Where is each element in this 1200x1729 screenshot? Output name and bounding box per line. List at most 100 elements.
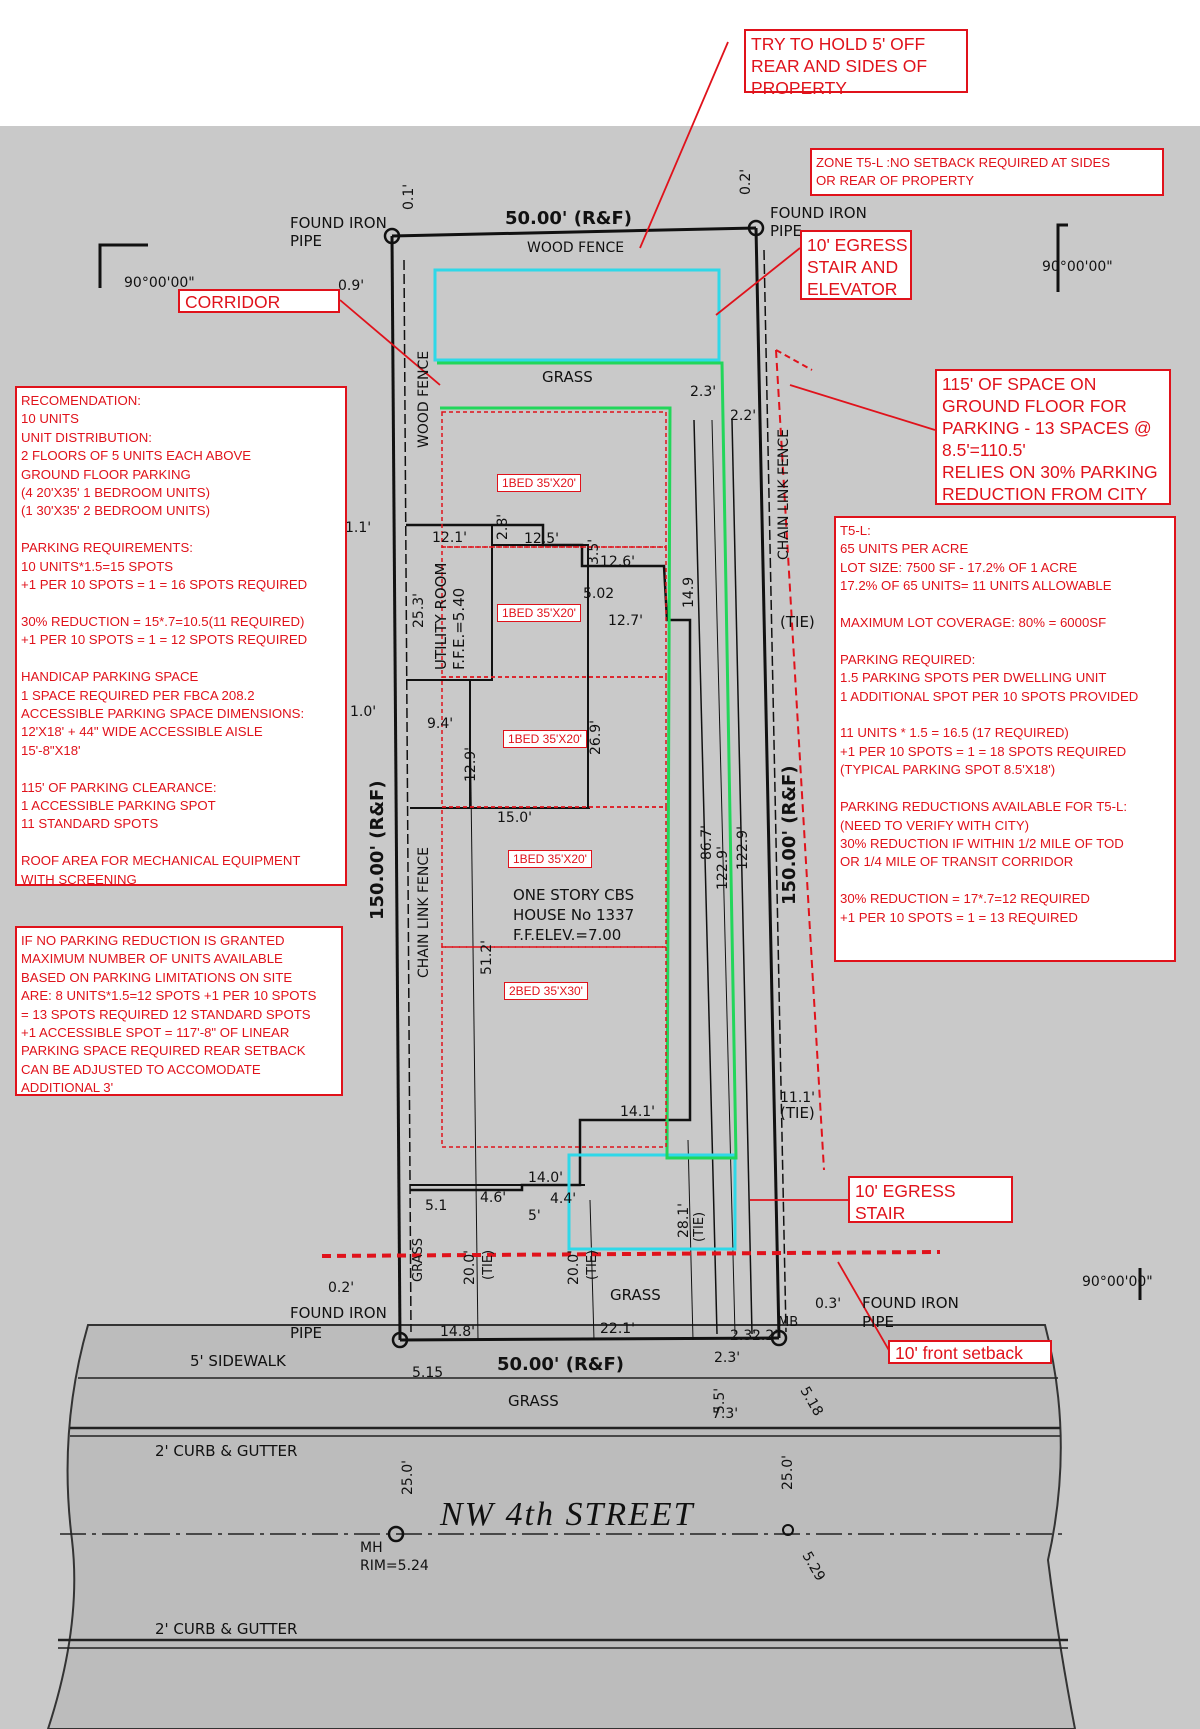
- dim-label: 26.9': [588, 720, 604, 755]
- note-line: [21, 650, 341, 668]
- note-line: (NEED TO VERIFY WITH CITY): [840, 817, 1030, 833]
- dim-label: 2.2': [730, 408, 756, 424]
- dim-label: 14.1': [620, 1104, 655, 1120]
- parking-zone-line: [775, 349, 825, 1171]
- angle-mark-tr: [1056, 223, 1068, 292]
- angle-tr: 90°00'00": [1042, 259, 1113, 275]
- dim-label: 20.0': [462, 1250, 478, 1285]
- note-line: [840, 872, 1170, 890]
- grass-street-label: GRASS: [508, 1392, 559, 1410]
- note-egress-stair: 10' EGRESS STAIR: [848, 1176, 1013, 1223]
- dim-label: 0.2': [738, 169, 754, 195]
- note-line: TRY TO HOLD 5' OFF: [751, 34, 926, 54]
- dim-label: 12.6': [600, 554, 635, 570]
- note-line: OR REAR OF PROPERTY: [816, 173, 975, 189]
- note-line: 115' OF PARKING CLEARANCE:: [21, 779, 217, 795]
- manhole-rim-label: RIM=5.24: [360, 1558, 429, 1574]
- note-line: 2 FLOORS OF 5 UNITS EACH ABOVE: [21, 448, 252, 464]
- grass-rear-label: GRASS: [542, 368, 593, 386]
- note-line: 30% REDUCTION = 15*.7=10.5(11 REQUIRED): [21, 613, 305, 629]
- note-line: MAXIMUM LOT COVERAGE: 80% = 6000SF: [840, 615, 1107, 631]
- note-line: [21, 834, 341, 852]
- note-corridor: CORRIDOR: [178, 289, 340, 313]
- dim-label: 0.1': [401, 184, 417, 210]
- note-line: MAXIMUM NUMBER OF UNITS AVAILABLE: [21, 951, 283, 967]
- found-iron-pipe-tr-marker: [747, 219, 765, 237]
- leader-corridor: [339, 299, 441, 386]
- found-iron-pipe-tr-line1: FOUND IRON: [770, 204, 867, 222]
- note-line: 11 UNITS * 1.5 = 16.5 (17 REQUIRED): [840, 725, 1069, 741]
- unit-zone-5: [441, 946, 667, 1148]
- wood-fence-side-label: WOOD FENCE: [416, 351, 432, 448]
- unit-label-2: 1BED 35'X20': [497, 604, 581, 622]
- note-parking-space: 115' OF SPACE ON GROUND FLOOR FOR PARKIN…: [935, 369, 1171, 505]
- note-line: 1 SPACE REQUIRED PER FBCA 208.2: [21, 687, 255, 703]
- note-line: 12'X18' + 44" WIDE ACCESSIBLE AISLE: [21, 724, 263, 740]
- note-line: 17.2% OF 65 UNITS= 11 UNITS ALLOWABLE: [840, 578, 1112, 594]
- found-iron-pipe-tl-line1: FOUND IRON: [290, 214, 387, 232]
- note-line: PARKING REDUCTIONS AVAILABLE FOR T5-L:: [840, 799, 1128, 815]
- dim-label: 12.7': [608, 613, 643, 629]
- dim-label: 3.5': [586, 539, 602, 565]
- curb-top-label: 2' CURB & GUTTER: [155, 1442, 297, 1460]
- found-iron-pipe-bl-line2: PIPE: [290, 1324, 322, 1342]
- dim-label: 4.4': [550, 1191, 576, 1207]
- note-line: REAR AND SIDES OF: [751, 56, 928, 76]
- note-line: PARKING REQUIREMENTS:: [21, 540, 193, 556]
- note-line: PROPERTY: [751, 78, 847, 98]
- note-line: 1.5 PARKING SPOTS PER DWELLING UNIT: [840, 670, 1107, 686]
- angle-mark-tl: [98, 243, 148, 288]
- dim-label: 5': [528, 1208, 541, 1224]
- note-line: 15'-8"X18': [21, 742, 81, 758]
- note-line: ROOF AREA FOR MECHANICAL EQUIPMENT: [21, 853, 301, 869]
- dim-label: 122.9': [735, 826, 751, 870]
- tie-label-2: (TIE): [780, 1104, 815, 1122]
- dim-label: 14.0': [528, 1170, 563, 1186]
- note-line: 10' front setback: [895, 1343, 1023, 1363]
- house-line3: F.F.ELEV.=7.00: [513, 926, 621, 944]
- dim-label: 12.1': [432, 530, 467, 546]
- grass-left-label: GRASS: [411, 1238, 426, 1282]
- note-line: [840, 780, 1170, 798]
- dim-label: 15.0': [497, 810, 532, 826]
- note-line: BASED ON PARKING LIMITATIONS ON SITE: [21, 969, 293, 985]
- side-line-1: [693, 419, 718, 1335]
- dim-label: 86.7': [699, 825, 715, 860]
- dim-label: 14.9: [681, 577, 697, 608]
- note-line: 1 ACCESSIBLE PARKING SPOT: [21, 797, 216, 813]
- note-line: = 13 SPOTS REQUIRED 12 STANDARD SPOTS: [21, 1006, 311, 1022]
- tie-label-5: (TIE): [692, 1212, 707, 1242]
- dim-label: 4.6': [480, 1190, 506, 1206]
- note-line: LOT SIZE: 7500 SF - 17.2% OF 1 ACRE: [840, 559, 1078, 575]
- utility-room-line2: F.F.E.=5.40: [450, 588, 468, 670]
- found-iron-pipe-tl-marker: [383, 227, 401, 245]
- curb-bottom-label: 2' CURB & GUTTER: [155, 1620, 297, 1638]
- leader-egress-elev: [715, 247, 801, 316]
- note-zone-t5l: ZONE T5-L :NO SETBACK REQUIRED AT SIDES …: [810, 148, 1164, 196]
- note-line: [840, 632, 1170, 650]
- dim-label: 14.8': [440, 1324, 475, 1340]
- found-iron-pipe-tr-line2: PIPE: [770, 222, 802, 240]
- note-egress-stair-elevator: 10' EGRESS STAIR AND ELEVATOR: [800, 230, 912, 300]
- property-line-top: [391, 226, 757, 238]
- note-line: PARKING - 13 SPACES @: [942, 418, 1152, 438]
- property-line-bottom: [399, 1336, 780, 1342]
- note-line: [21, 594, 341, 612]
- dim-label: 2.8': [495, 514, 511, 540]
- note-line: [840, 596, 1170, 614]
- note-line: 10 UNITS: [21, 411, 79, 427]
- note-line: +1 PER 10 SPOTS = 1 = 18 SPOTS REQUIRED: [840, 743, 1127, 759]
- note-line: (4 20'X35' 1 BEDROOM UNITS): [21, 485, 210, 501]
- note-line: REDUCTION FROM CITY: [942, 484, 1148, 504]
- manhole-label: MH: [360, 1540, 383, 1556]
- utility-room-outline: [406, 524, 493, 681]
- note-line: GROUND FLOOR FOR: [942, 396, 1127, 416]
- note-line: +1 PER 10 SPOTS = 1 = 12 SPOTS REQUIRED: [21, 632, 308, 648]
- dim-label: 5.5': [712, 1388, 728, 1414]
- grass-front-label: GRASS: [610, 1286, 661, 1304]
- note-line: ELEVATOR: [807, 279, 898, 299]
- note-line: STAIR AND: [807, 257, 899, 277]
- found-iron-pipe-br-line1: FOUND IRON: [862, 1294, 959, 1312]
